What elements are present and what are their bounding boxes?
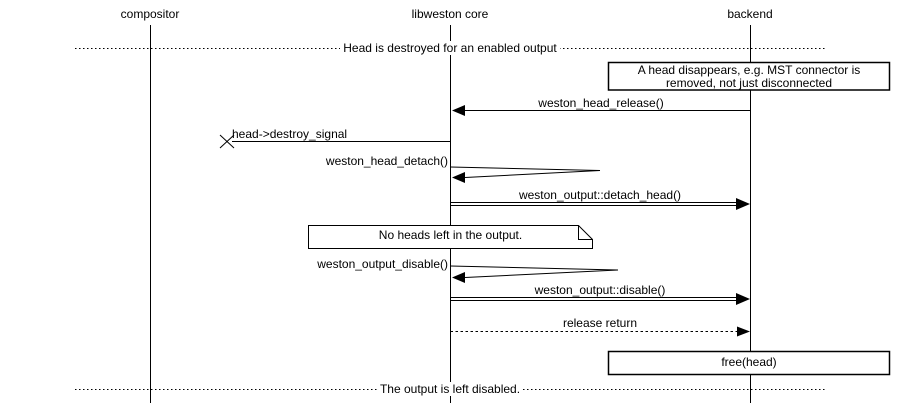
- message-label-disable: weston_output::disable(): [534, 283, 666, 297]
- divider-top: Head is destroyed for an enabled output: [0, 41, 900, 55]
- note-head-disappears: A head disappears, e.g. MST connector is…: [608, 64, 890, 90]
- self-message-loop-head-detach: [464, 170, 601, 178]
- note-box-head-disappears: [607, 61, 891, 91]
- divider-bottom-label: The output is left disabled.: [376, 382, 524, 396]
- arrowhead-right-icon: [736, 198, 750, 210]
- self-message-loop-head-detach: [450, 166, 601, 171]
- message-label-output-disable: weston_output_disable(): [317, 257, 448, 271]
- arrowhead-left-icon: [452, 272, 465, 283]
- message-label-head-release: weston_head_release(): [538, 96, 664, 110]
- divider-bottom: The output is left disabled.: [0, 382, 900, 396]
- note-fold-icon: [578, 225, 593, 240]
- note-head-disappears-line1: A head disappears, e.g. MST connector is: [637, 63, 861, 77]
- message-label-head-detach: weston_head_detach(): [325, 154, 448, 168]
- arrowhead-right-icon: [736, 293, 750, 305]
- participant-backend: backend: [727, 7, 773, 21]
- note-box-free-head: [607, 350, 891, 376]
- arrowhead-right-icon: [737, 326, 750, 337]
- note-free-head: free(head): [721, 355, 777, 369]
- note-no-heads: No heads left in the output.: [378, 228, 523, 242]
- participant-libweston-core: libweston core: [411, 7, 489, 21]
- divider-top-label: Head is destroyed for an enabled output: [340, 41, 560, 55]
- arrowhead-left-icon: [452, 105, 465, 116]
- message-label-detach-head: weston_output::detach_head(): [518, 188, 682, 202]
- self-message-loop-output-disable: [464, 269, 619, 278]
- arrowhead-left-icon: [452, 172, 465, 183]
- message-label-release-return: release return: [562, 316, 638, 330]
- note-box-no-heads: [308, 225, 593, 249]
- self-message-loop-output-disable: [450, 265, 619, 271]
- note-head-disappears-line2: removed, not just disconnected: [665, 76, 833, 90]
- participant-compositor: compositor: [120, 7, 180, 21]
- lost-message-x-icon: [219, 134, 235, 149]
- message-label-destroy-signal: head->destroy_signal: [232, 127, 348, 141]
